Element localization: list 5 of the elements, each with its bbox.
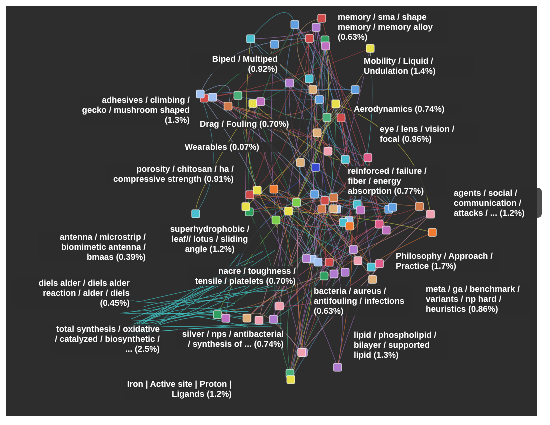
cluster-label: Drag / Fouling (0.70%) [198, 119, 308, 129]
cluster-label: agents / social / communication / attacks / ... (1.2%) [452, 188, 542, 218]
cluster-label: silver / nps / antibacterial / synthesis of ... (0.74%) [176, 329, 286, 349]
cluster-label: adhesives / climbing / gecko / mushroom shaped (1.3%) [80, 95, 192, 125]
cluster-label: Wearables (0.07%) [183, 142, 283, 152]
